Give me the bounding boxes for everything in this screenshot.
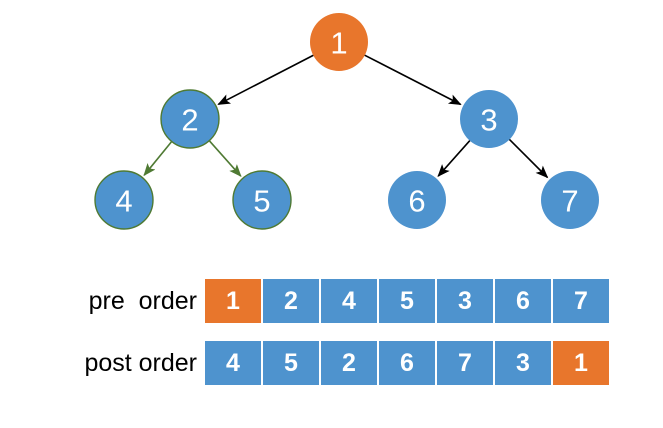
tree-node-3[interactable]: 3 (460, 90, 518, 148)
tree-node-4[interactable]: 4 (94, 170, 154, 230)
tree-node-label-2: 2 (181, 103, 198, 138)
tree-edge-n3-n7 (508, 138, 549, 179)
preorder-cell-1: 2 (263, 279, 319, 323)
postorder-cell-6: 1 (553, 341, 609, 385)
tree-node-label-6: 6 (408, 184, 425, 219)
tree-node-circle-2 (160, 89, 220, 149)
tree-edge-n1-n2 (217, 54, 315, 106)
tree-node-6[interactable]: 6 (388, 171, 446, 229)
preorder-cell-5: 6 (495, 279, 551, 323)
tree-node-circle-5 (232, 170, 292, 230)
tree-node-circle-3 (460, 90, 518, 148)
tree-node-7[interactable]: 7 (541, 171, 599, 229)
postorder-cell-2: 2 (321, 341, 377, 385)
tree-node-label-7: 7 (561, 184, 578, 219)
tree-node-layer: 1 2 3 4 5 6 7 (94, 13, 599, 230)
preorder-cell-2: 4 (321, 279, 377, 323)
preorder-cell-4: 3 (437, 279, 493, 323)
postorder-cell-0: 4 (205, 341, 261, 385)
preorder-cell-6: 7 (553, 279, 609, 323)
tree-edge-n2-n5 (208, 139, 242, 178)
preorder-label: pre order (88, 286, 197, 315)
preorder-cell-0: 1 (205, 279, 261, 323)
tree-edge-layer (143, 54, 549, 179)
binary-tree-graphic: 1 2 3 4 5 6 7 (94, 13, 599, 230)
tree-node-circle-1 (310, 13, 368, 71)
tree-node-label-4: 4 (115, 184, 132, 219)
tree-node-label-5: 5 (253, 184, 270, 219)
postorder-label: post order (84, 348, 197, 377)
tree-node-5[interactable]: 5 (232, 170, 292, 230)
tree-node-label-3: 3 (480, 103, 497, 138)
tree-node-circle-4 (94, 170, 154, 230)
tree-edge-n2-n4 (143, 140, 173, 177)
tree-node-circle-7 (541, 171, 599, 229)
tree-node-1[interactable]: 1 (310, 13, 368, 71)
postorder-cell-5: 3 (495, 341, 551, 385)
tree-edge-n1-n3 (363, 54, 462, 106)
tree-edge-n3-n6 (437, 139, 471, 178)
postorder-cell-3: 6 (379, 341, 435, 385)
postorder-cell-4: 7 (437, 341, 493, 385)
tree-node-label-1: 1 (330, 26, 347, 61)
postorder-cell-1: 5 (263, 341, 319, 385)
preorder-cell-3: 5 (379, 279, 435, 323)
tree-node-circle-6 (388, 171, 446, 229)
tree-node-2[interactable]: 2 (160, 89, 220, 149)
